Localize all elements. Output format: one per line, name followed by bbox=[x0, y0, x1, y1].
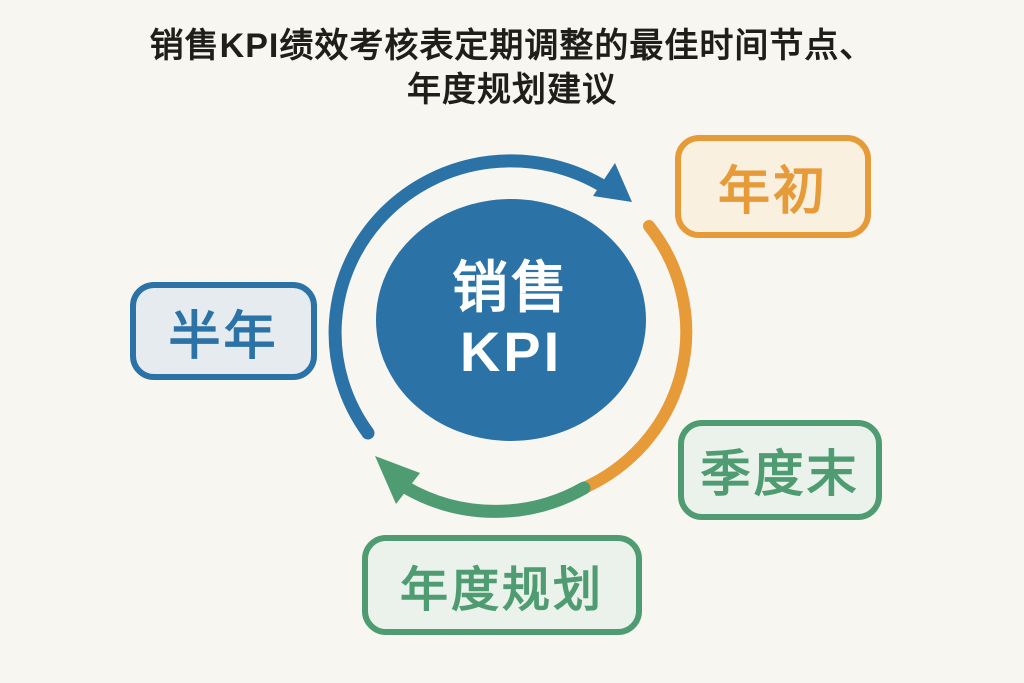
page-title-line1: 销售KPI绩效考核表定期调整的最佳时间节点、 bbox=[149, 27, 875, 65]
cycle-arc-orange bbox=[578, 220, 693, 494]
center-node-label-line2: KPI bbox=[459, 320, 563, 383]
page-title: 销售KPI绩效考核表定期调整的最佳时间节点、 年度规划建议 bbox=[0, 24, 1024, 112]
cycle-arrowhead-blue-icon bbox=[593, 163, 632, 202]
node-year-start-label: 年初 bbox=[717, 163, 828, 221]
cycle-arrowhead-green-icon bbox=[375, 456, 420, 504]
cycle-arc-blue bbox=[328, 154, 613, 440]
node-quarter-end-label: 季度末 bbox=[700, 446, 860, 502]
center-node-label-line1: 销售 bbox=[452, 256, 570, 320]
page-title-line2: 年度规划建议 bbox=[407, 71, 617, 109]
node-quarter-end: 季度末 bbox=[678, 420, 882, 520]
center-node-sales-kpi: 销售 KPI bbox=[376, 199, 646, 441]
cycle-arc-green bbox=[398, 480, 591, 518]
node-annual-plan: 年度规划 bbox=[362, 535, 642, 635]
node-half-year: 半年 bbox=[130, 282, 317, 380]
node-half-year-label: 半年 bbox=[168, 307, 279, 366]
node-annual-plan-label: 年度规划 bbox=[399, 564, 604, 617]
node-year-start: 年初 bbox=[675, 135, 871, 238]
